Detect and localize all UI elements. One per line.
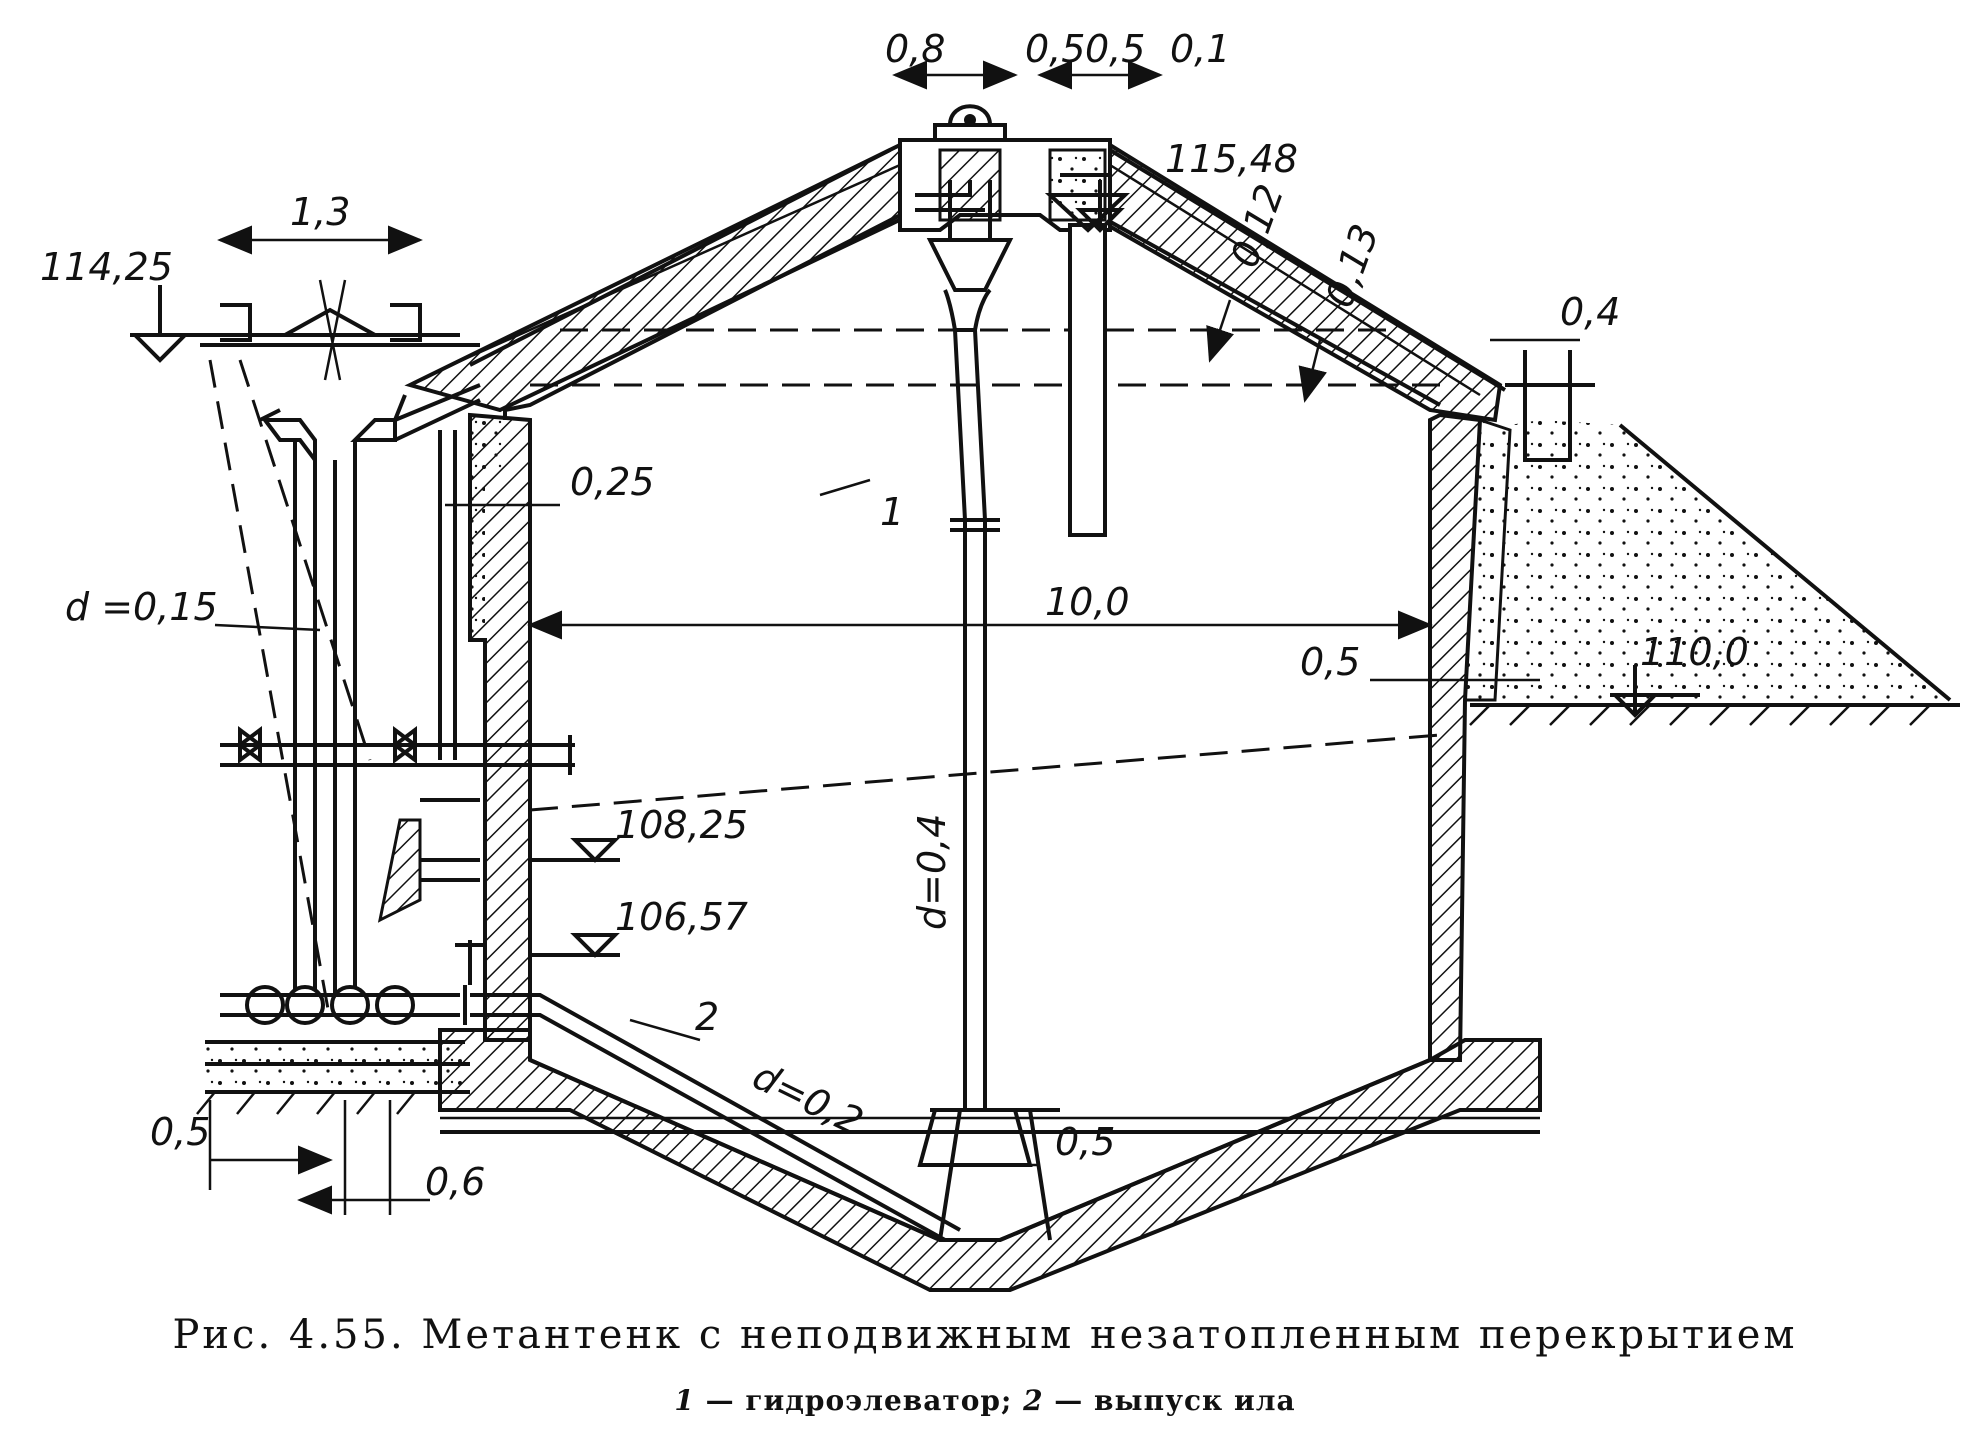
left-chamber-pipes <box>220 279 575 1025</box>
drain-trough <box>1505 350 1595 462</box>
soil-embankment <box>1469 420 1960 726</box>
dim-0-5-top-b: 0,5 <box>1085 27 1145 71</box>
pipe-diameter-0-4: d=0,4 <box>910 814 954 930</box>
left-chamber-floor <box>196 343 480 1115</box>
elevation-114-25: 114,25 <box>40 245 173 289</box>
label-part-2: 2 <box>695 995 719 1039</box>
dim-0-4: 0,4 <box>1560 290 1620 334</box>
pipe-diameter-0-15: d =0,15 <box>65 585 218 629</box>
dim-0-8: 0,8 <box>885 27 945 71</box>
methane-tank-drawing: 0,8 0,5 0,5 0,1 115,48 1,3 114,25 0,12 0… <box>40 27 1960 1292</box>
figure-legend: 1 — гидроэлеватор; 2 — выпуск ила <box>674 1384 1296 1417</box>
elevation-108-25: 108,25 <box>615 803 748 847</box>
dimension-lines <box>130 60 1700 1215</box>
dim-0-5-left: 0,5 <box>150 1110 210 1154</box>
dim-0-13: 0,13 <box>1317 219 1387 314</box>
elevation-110-0: 110,0 <box>1640 630 1749 674</box>
dim-10-0: 10,0 <box>1045 580 1130 624</box>
gas-pipe <box>1044 173 1131 537</box>
dim-1-3: 1,3 <box>290 190 350 234</box>
legend-text-1: гидроэлеватор <box>745 1384 1001 1417</box>
dim-0-5-bottom: 0,5 <box>1055 1120 1115 1164</box>
elevation-115-48: 115,48 <box>1165 137 1298 181</box>
legend-num-2: 2 <box>1023 1384 1044 1417</box>
dim-0-25: 0,25 <box>570 460 655 504</box>
dim-0-6: 0,6 <box>425 1160 485 1204</box>
liquid-levels <box>529 328 1441 812</box>
label-part-1: 1 <box>880 490 904 534</box>
dim-0-1: 0,1 <box>1170 27 1230 71</box>
figure-caption: Рис. 4.55. Метантенк с неподвижным незат… <box>172 1312 1798 1358</box>
elevation-106-57: 106,57 <box>615 895 748 939</box>
drawing-labels: 0,8 0,5 0,5 0,1 115,48 1,3 114,25 0,12 0… <box>40 27 1749 1204</box>
tank-walls <box>438 412 1542 1292</box>
dim-0-5-wall: 0,5 <box>1300 640 1360 684</box>
dim-0-5-top-a: 0,5 <box>1025 27 1085 71</box>
hydroelevator <box>915 180 1033 1167</box>
legend-text-2: выпуск ила <box>1094 1384 1296 1417</box>
sludge-outlet-pipe <box>455 940 961 1242</box>
legend-num-1: 1 <box>674 1384 695 1417</box>
tank-roof <box>404 104 1507 423</box>
